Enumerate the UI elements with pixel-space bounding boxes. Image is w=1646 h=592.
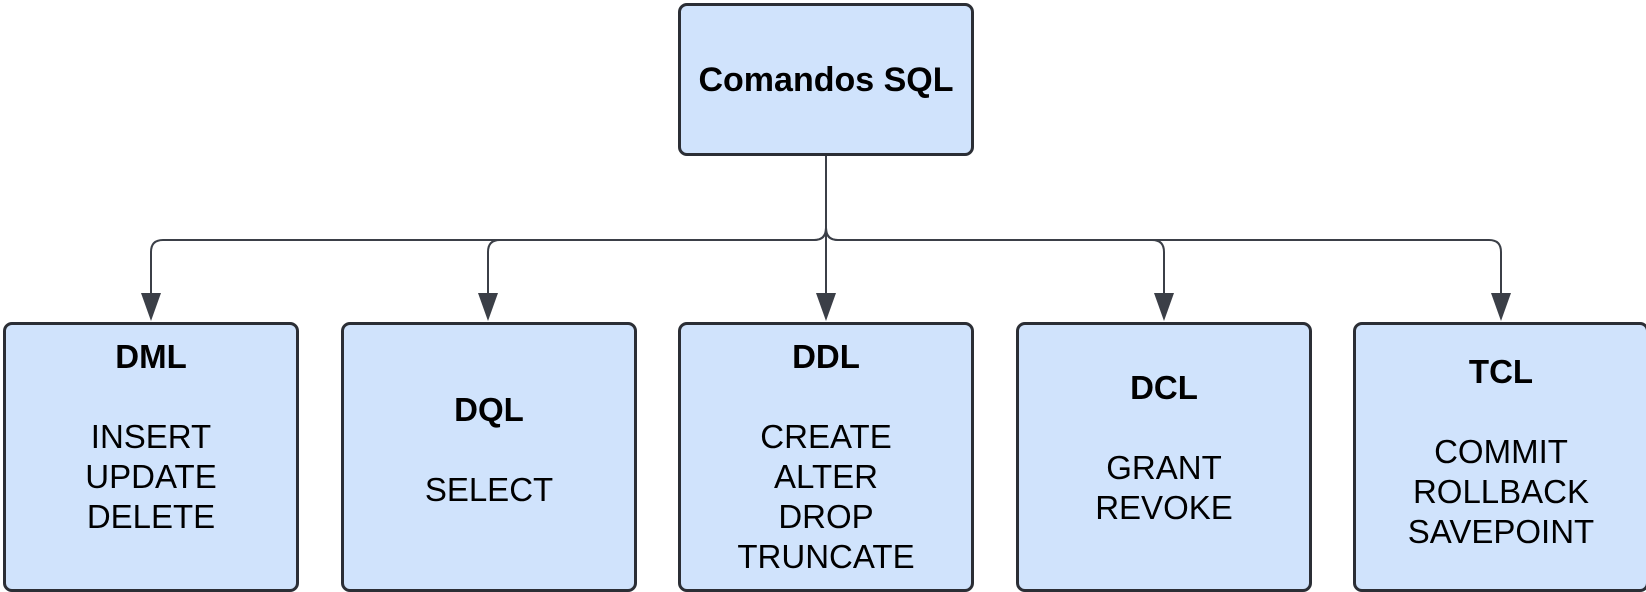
command-list-ddl: CREATE ALTER DROP TRUNCATE (737, 417, 914, 577)
arrowhead-tcl (1491, 293, 1511, 321)
command-list-dcl: GRANT REVOKE (1095, 448, 1233, 528)
arrowhead-dml (141, 293, 161, 321)
command-list-dql: SELECT (425, 470, 553, 510)
command-commit: COMMIT (1434, 433, 1568, 470)
node-title-dcl: DCL (1130, 369, 1198, 406)
node-title-tcl: TCL (1468, 353, 1534, 390)
command-savepoint: SAVEPOINT (1407, 513, 1595, 550)
command-select: SELECT (424, 471, 554, 508)
node-title-dql: DQL (454, 391, 524, 428)
command-insert: INSERT (90, 418, 212, 455)
command-grant: GRANT (1106, 449, 1222, 486)
command-drop: DROP (778, 498, 874, 535)
command-create: CREATE (760, 418, 892, 455)
node-dql: DQL SELECT (341, 322, 637, 592)
root-node-comandos-sql: Comandos SQL (678, 3, 974, 156)
connector-to-tcl (825, 227, 1502, 298)
arrowhead-dql (478, 293, 498, 321)
command-truncate: TRUNCATE (737, 538, 915, 575)
command-rollback: ROLLBACK (1412, 473, 1590, 510)
node-title-ddl: DDL (792, 338, 860, 375)
arrowhead-dcl (1154, 293, 1174, 321)
command-update: UPDATE (85, 458, 217, 495)
connector-to-dcl (825, 227, 1165, 298)
command-list-dml: INSERT UPDATE DELETE (85, 417, 216, 537)
node-dcl: DCL GRANT REVOKE (1016, 322, 1312, 592)
arrowhead-ddl (816, 293, 836, 321)
command-list-tcl: COMMIT ROLLBACK SAVEPOINT (1408, 432, 1594, 552)
root-node-label: Comandos SQL (698, 60, 954, 99)
command-delete: DELETE (86, 498, 216, 535)
command-revoke: REVOKE (1095, 489, 1233, 526)
node-title-dml: DML (115, 338, 187, 375)
node-tcl: TCL COMMIT ROLLBACK SAVEPOINT (1353, 322, 1646, 592)
node-dml: DML INSERT UPDATE DELETE (3, 322, 299, 592)
command-alter: ALTER (774, 458, 878, 495)
connector-to-dql (487, 227, 827, 298)
node-ddl: DDL CREATE ALTER DROP TRUNCATE (678, 322, 974, 592)
